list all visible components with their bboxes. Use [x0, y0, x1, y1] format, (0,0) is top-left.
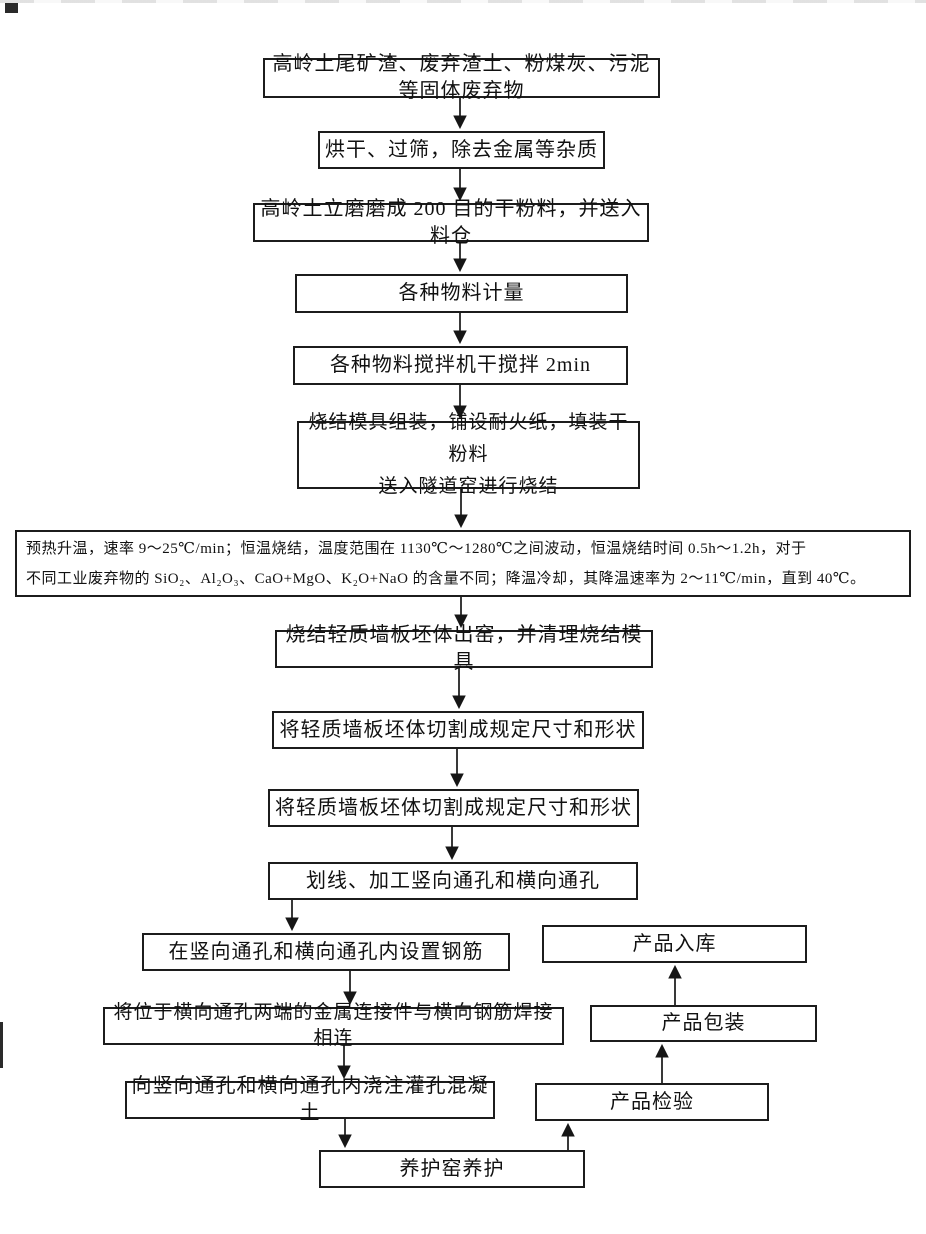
node-label: 预热升温，速率 9～25℃/min；恒温烧结，温度范围在 1130℃～1280℃… [26, 540, 866, 587]
node-grinding: 高岭土立磨磨成 200 目的干粉料，并送入料仓 [253, 198, 649, 247]
node-product-packaging: 产品包装 [590, 1005, 817, 1042]
node-mold-assembly: 烧结模具组装，铺设耐火纸，填装干粉料 送入隧道窑进行烧结 [297, 412, 640, 497]
node-label: 将位于横向通孔两端的金属连接件与横向钢筋焊接相连 [113, 1002, 554, 1049]
node-label: 产品包装 [661, 1012, 746, 1034]
node-label: 高岭土立磨磨成 200 目的干粉料，并送入料仓 [260, 197, 642, 247]
scan-artifact-left-edge [0, 1022, 3, 1068]
node-label: 烘干、过筛，除去金属等杂质 [325, 138, 598, 161]
node-concrete-pouring: 向竖向通孔和横向通孔内浇注灌孔混凝土 [125, 1075, 495, 1124]
node-label: 产品入库 [632, 932, 717, 955]
node-label: 养护窑养护 [399, 1157, 505, 1180]
node-label: 在竖向通孔和横向通孔内设置钢筋 [168, 940, 484, 963]
scan-artifact-top-edge [0, 0, 926, 3]
node-label: 划线、加工竖向通孔和横向通孔 [306, 869, 600, 892]
node-label: 各种物料计量 [398, 282, 525, 304]
node-product-storage: 产品入库 [542, 925, 807, 963]
node-cutting-1: 将轻质墙板坯体切割成规定尺寸和形状 [272, 711, 644, 749]
node-drying-sieving: 烘干、过筛，除去金属等杂质 [318, 131, 605, 169]
node-measuring: 各种物料计量 [295, 274, 628, 313]
node-label: 烧结模具组装，铺设耐火纸，填装干粉料 送入隧道窑进行烧结 [308, 411, 629, 498]
scan-artifact-corner-mark [5, 3, 18, 13]
node-label: 高岭土尾矿渣、废弃渣土、粉煤灰、污泥等固体废弃物 [272, 53, 651, 102]
node-welding-connectors: 将位于横向通孔两端的金属连接件与横向钢筋焊接相连 [103, 1002, 564, 1049]
node-label: 烧结轻质墙板坯体出窑，并清理烧结模具 [285, 624, 643, 673]
node-curing-kiln: 养护窑养护 [319, 1150, 585, 1188]
node-scribing-holes: 划线、加工竖向通孔和横向通孔 [268, 862, 638, 900]
node-label: 向竖向通孔和横向通孔内浇注灌孔混凝土 [131, 1075, 489, 1124]
node-product-inspection: 产品检验 [535, 1083, 769, 1121]
node-label: 各种物料搅拌机干搅拌 2min [329, 354, 592, 376]
node-kiln-exit: 烧结轻质墙板坯体出窑，并清理烧结模具 [275, 624, 653, 673]
node-sintering-process: 预热升温，速率 9～25℃/min；恒温烧结，温度范围在 1130℃～1280℃… [15, 530, 911, 597]
node-dry-mixing: 各种物料搅拌机干搅拌 2min [293, 346, 628, 385]
node-cutting-2: 将轻质墙板坯体切割成规定尺寸和形状 [268, 789, 639, 827]
node-label: 将轻质墙板坯体切割成规定尺寸和形状 [275, 796, 632, 819]
node-rebar-placement: 在竖向通孔和横向通孔内设置钢筋 [142, 933, 510, 971]
node-label: 将轻质墙板坯体切割成规定尺寸和形状 [279, 718, 637, 741]
node-raw-materials: 高岭土尾矿渣、废弃渣土、粉煤灰、污泥等固体废弃物 [263, 53, 660, 102]
node-label: 产品检验 [610, 1090, 694, 1113]
